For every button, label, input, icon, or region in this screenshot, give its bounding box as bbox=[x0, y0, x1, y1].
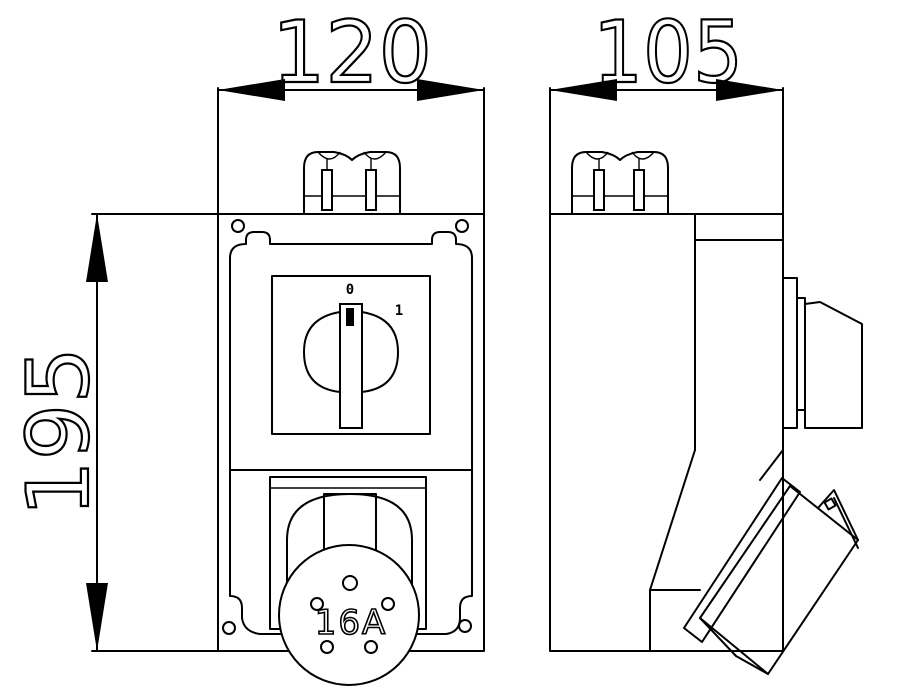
arrow-down bbox=[86, 583, 108, 651]
screw-top-left bbox=[231, 219, 245, 233]
arrow-left bbox=[218, 79, 285, 101]
switch-panel bbox=[271, 275, 431, 435]
dimension-front-width: 120 bbox=[217, 2, 485, 216]
side-width-label: 105 bbox=[593, 3, 743, 103]
front-cover bbox=[229, 231, 473, 635]
arrow-left bbox=[550, 79, 617, 101]
arrow-up bbox=[86, 214, 108, 282]
socket-outlet: 16A bbox=[269, 476, 427, 686]
height-label: 195 bbox=[9, 347, 109, 517]
front-width-label: 120 bbox=[272, 3, 432, 103]
socket-face bbox=[278, 544, 420, 686]
side-view bbox=[549, 151, 863, 675]
arrow-right bbox=[716, 79, 783, 101]
screw-bottom-right bbox=[458, 619, 472, 633]
side-angled-socket bbox=[683, 477, 859, 675]
switch-off-label: 0 bbox=[346, 282, 354, 298]
switch-indicator bbox=[346, 308, 354, 326]
side-switch-knob bbox=[782, 277, 863, 429]
screw-top-right bbox=[455, 219, 469, 233]
rotary-switch: 0 1 bbox=[271, 275, 431, 435]
cable-gland bbox=[303, 151, 401, 215]
side-body bbox=[549, 213, 784, 652]
front-view: 0 1 16A bbox=[217, 151, 485, 686]
dimension-height: 195 bbox=[8, 213, 221, 652]
switch-on-label: 1 bbox=[395, 303, 403, 319]
arrow-right bbox=[417, 79, 484, 101]
side-cable-gland bbox=[571, 151, 669, 215]
screw-bottom-left bbox=[222, 621, 236, 635]
dimension-side-width: 105 bbox=[549, 2, 784, 216]
socket-rating-label: 16A bbox=[315, 603, 388, 643]
switch-handle bbox=[339, 303, 363, 429]
